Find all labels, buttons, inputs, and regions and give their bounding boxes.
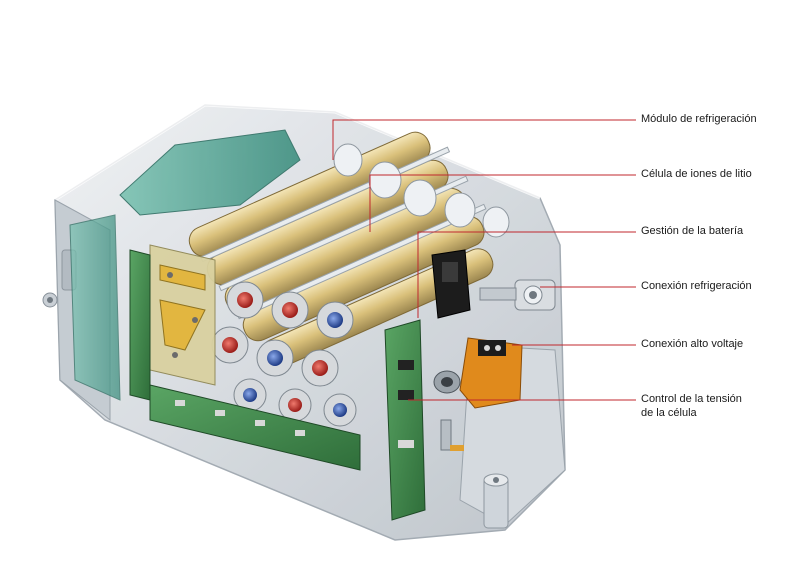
label-high-voltage-connection: Conexión alto voltaje <box>641 338 744 350</box>
housing <box>42 103 566 541</box>
label-li-ion-cell: Célula de iones de litio <box>641 168 752 180</box>
label-battery-management: Gestión de la batería <box>641 225 744 237</box>
leader-line-cooling-module <box>332 119 636 160</box>
bms-connector <box>431 249 471 319</box>
label-cooling-connection: Conexión refrigeración <box>641 280 752 292</box>
leader-line-battery-management <box>417 231 636 318</box>
label-cooling-module: Módulo de refrigeración <box>641 113 757 125</box>
pcb-boards <box>129 249 426 521</box>
bus-plate <box>149 244 216 386</box>
high-voltage-connector <box>459 337 523 409</box>
label-cell-voltage-control-line2: de la célula <box>641 407 697 419</box>
cooling-pipe-ends <box>333 143 510 238</box>
leader-lines <box>332 119 636 401</box>
label-cell-voltage-control-line1: Control de la tensión <box>641 393 742 405</box>
signal-connector <box>433 370 464 451</box>
leader-line-li-ion-cell <box>369 174 636 232</box>
cooling-module-band <box>69 129 301 401</box>
